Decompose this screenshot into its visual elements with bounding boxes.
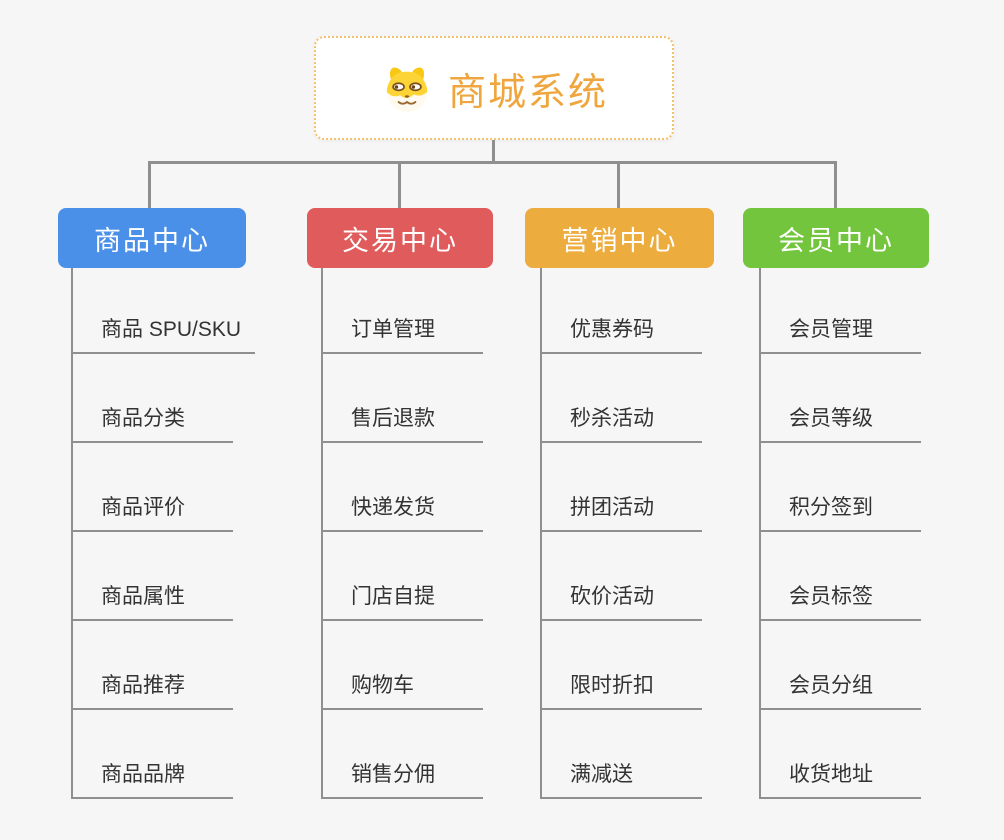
topic-item[interactable]: 商品属性 xyxy=(73,583,233,621)
topic-item[interactable]: 购物车 xyxy=(323,672,483,710)
topic-item[interactable]: 限时折扣 xyxy=(542,672,702,710)
topic-item[interactable]: 积分签到 xyxy=(761,494,921,532)
topic-item[interactable]: 优惠券码 xyxy=(542,316,702,354)
topic-item[interactable]: 会员管理 xyxy=(761,316,921,354)
topic-item[interactable]: 商品评价 xyxy=(73,494,233,532)
connector-horizontal-bar xyxy=(148,161,837,164)
connector-drop xyxy=(617,161,620,208)
root-title: 商城系统 xyxy=(447,71,608,114)
root-node[interactable]: 商城系统 xyxy=(314,36,674,140)
topic-item[interactable]: 商品分类 xyxy=(73,405,233,443)
topic-item[interactable]: 销售分佣 xyxy=(323,761,483,799)
topic-item[interactable]: 满减送 xyxy=(542,761,702,799)
topic-item[interactable]: 商品推荐 xyxy=(73,672,233,710)
branch-children-trade: 订单管理 售后退款 快递发货 门店自提 购物车 销售分佣 xyxy=(321,268,483,799)
branch-children-marketing: 优惠券码 秒杀活动 拼团活动 砍价活动 限时折扣 满减送 xyxy=(540,268,702,799)
branch-node-product-center[interactable]: 商品中心 xyxy=(58,208,246,268)
branch-node-member-center[interactable]: 会员中心 xyxy=(743,208,929,268)
topic-item[interactable]: 商品 SPU/SKU xyxy=(73,316,256,354)
branch-node-marketing-center[interactable]: 营销中心 xyxy=(525,208,714,268)
connector-drop xyxy=(148,161,151,208)
topic-item[interactable]: 会员分组 xyxy=(761,672,921,710)
topic-item[interactable]: 拼团活动 xyxy=(542,494,702,532)
branch-node-trade-center[interactable]: 交易中心 xyxy=(307,208,493,268)
topic-item[interactable]: 会员等级 xyxy=(761,405,921,443)
topic-item[interactable]: 会员标签 xyxy=(761,583,921,621)
topic-item[interactable]: 售后退款 xyxy=(323,405,483,443)
topic-item[interactable]: 订单管理 xyxy=(323,316,483,354)
branch-children-product: 商品 SPU/SKU 商品分类 商品评价 商品属性 商品推荐 商品品牌 xyxy=(71,268,256,799)
branch-children-member: 会员管理 会员等级 积分签到 会员标签 会员分组 收货地址 xyxy=(759,268,921,799)
dog-face-icon xyxy=(380,63,434,114)
connector-drop xyxy=(834,161,837,208)
topic-item[interactable]: 门店自提 xyxy=(323,583,483,621)
topic-item[interactable]: 商品品牌 xyxy=(73,761,233,799)
topic-item[interactable]: 快递发货 xyxy=(323,494,483,532)
connector-drop xyxy=(398,161,401,208)
topic-item[interactable]: 秒杀活动 xyxy=(542,405,702,443)
topic-item[interactable]: 收货地址 xyxy=(761,761,921,799)
topic-item[interactable]: 砍价活动 xyxy=(542,583,702,621)
connector-stem xyxy=(492,140,495,163)
